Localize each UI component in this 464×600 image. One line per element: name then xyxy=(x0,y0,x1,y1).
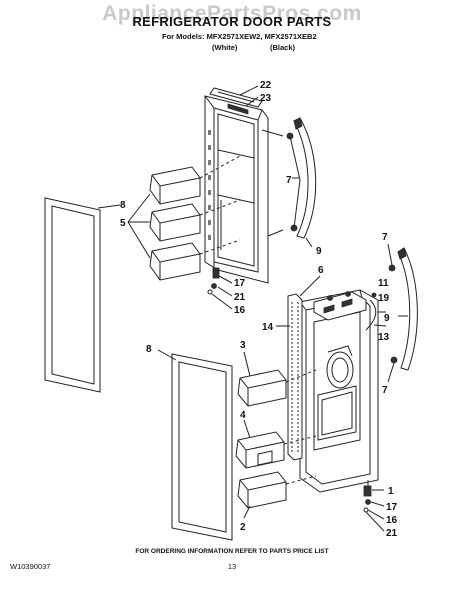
callout-8-lower: 8 xyxy=(146,344,152,355)
callout-2: 2 xyxy=(240,522,246,533)
upper-hinge-parts xyxy=(207,262,220,295)
upper-bin-3 xyxy=(149,242,201,281)
lower-top-bracket xyxy=(313,291,367,321)
page-number: 13 xyxy=(227,562,237,571)
upper-gasket xyxy=(44,197,101,393)
upper-bin-2 xyxy=(149,203,201,242)
callout-3: 3 xyxy=(240,340,246,351)
callout-7-upper: 7 xyxy=(286,175,292,186)
callout-16-lower: 16 xyxy=(386,515,398,526)
lower-bin-4 xyxy=(235,431,285,469)
callout-9-lower: 9 xyxy=(384,313,390,324)
callout-22: 22 xyxy=(260,80,272,91)
callout-13: 13 xyxy=(378,332,390,343)
callout-5: 5 xyxy=(120,218,126,229)
hinge-cover-23 xyxy=(227,103,249,115)
callout-21-lower: 21 xyxy=(386,528,398,539)
ice-chute xyxy=(326,345,354,389)
lower-hinge-parts xyxy=(363,480,372,513)
callout-17-lower: 17 xyxy=(386,502,398,513)
callout-17-upper: 17 xyxy=(234,278,246,289)
callout-16-upper: 16 xyxy=(234,305,246,316)
lower-handle xyxy=(388,247,418,371)
models-line: For Models: MFX2571XEW2, MFX2571XEB2 xyxy=(162,32,317,41)
lower-bin-3 xyxy=(237,369,287,407)
callout-1: 1 xyxy=(388,486,394,497)
callout-23: 23 xyxy=(260,93,272,104)
callout-7-lower: 7 xyxy=(382,385,388,396)
callout-7-lower-top: 7 xyxy=(382,232,388,243)
page-title: REFRIGERATOR DOOR PARTS xyxy=(132,14,332,29)
callout-9-upper: 9 xyxy=(316,246,322,257)
watermark: AppliancePartsPros.com xyxy=(102,2,362,25)
color-black-label: (Black) xyxy=(270,43,296,52)
ordering-info-note: FOR ORDERING INFORMATION REFER TO PARTS … xyxy=(135,548,329,555)
lower-gasket xyxy=(171,353,233,541)
color-white-label: (White) xyxy=(212,43,238,52)
top-cap-22 xyxy=(209,87,263,108)
callout-8-upper: 8 xyxy=(120,200,126,211)
upper-door-liner xyxy=(204,95,269,284)
document-number: W10390037 xyxy=(10,562,51,571)
callout-11: 11 xyxy=(378,278,389,289)
callout-6: 6 xyxy=(318,265,324,276)
callout-19: 19 xyxy=(378,293,390,304)
upper-handle xyxy=(286,117,317,239)
callout-14: 14 xyxy=(262,322,274,333)
callout-21-upper: 21 xyxy=(234,292,246,303)
upper-bin-1 xyxy=(149,166,201,205)
lower-bin-2 xyxy=(237,471,287,509)
callout-4: 4 xyxy=(240,410,246,421)
lower-door-liner xyxy=(299,289,379,493)
side-rail xyxy=(287,293,303,461)
